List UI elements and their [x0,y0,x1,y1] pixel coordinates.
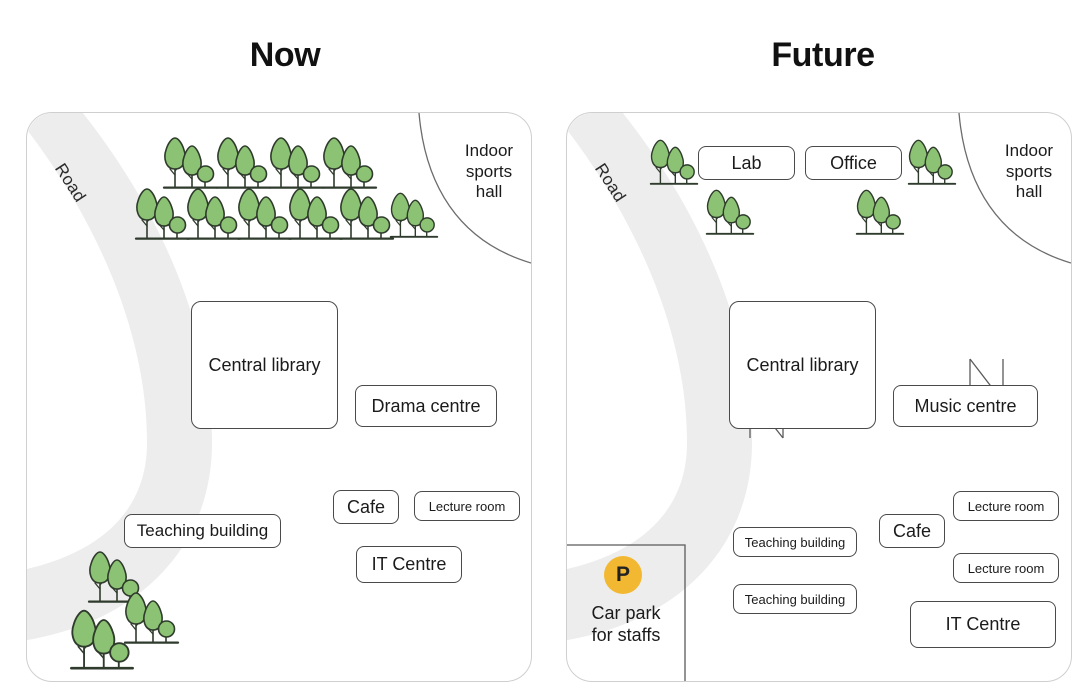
site-plan-now: Road Indoor sports hall [26,112,532,682]
tree-cluster-icon [321,135,378,200]
building-cafe[interactable]: Cafe [879,514,945,548]
zone-label-indoor-sports-hall: Indoor sports hall [1004,141,1054,202]
building-lecture-room[interactable]: Lecture room [414,491,520,521]
tree-cluster-icon [162,135,219,200]
zone-label-car-park: Car park for staffs [591,603,661,645]
building-music-centre[interactable]: Music centre [893,385,1038,427]
tree-cluster-icon [287,186,344,251]
tree-cluster-icon [705,187,755,246]
site-plan-future: Road Indoor sports hall Lab [566,112,1072,682]
tree-cluster-icon [69,607,135,681]
tree-cluster-icon [185,186,242,251]
tree-cluster-icon [389,190,439,249]
building-cafe[interactable]: Cafe [333,490,399,524]
now-base-layer [27,113,531,643]
tree-cluster-icon [855,187,905,246]
parking-badge-icon: P [604,556,642,594]
tree-cluster-icon [907,137,957,196]
building-it-centre[interactable]: IT Centre [356,546,462,583]
building-teaching-building-lower[interactable]: Teaching building [733,584,857,614]
tree-cluster-icon [87,549,144,614]
building-it-centre[interactable]: IT Centre [910,601,1056,648]
tree-cluster-icon [649,137,699,196]
panel-title-now: Now [249,36,321,74]
panel-title-future: Future [771,36,875,74]
tree-cluster-icon [123,590,180,655]
building-office[interactable]: Office [805,146,902,180]
building-teaching-building-upper[interactable]: Teaching building [733,527,857,557]
tree-cluster-icon [268,135,325,200]
building-teaching-building[interactable]: Teaching building [124,514,281,548]
future-base-layer [567,113,1071,681]
tree-cluster-icon [215,135,272,200]
zone-label-indoor-sports-hall: Indoor sports hall [464,141,514,202]
road-band [567,113,752,643]
tree-cluster-icon [134,186,191,251]
car-park-boundary [567,544,686,681]
tree-cluster-icon [338,186,395,251]
road-band [27,113,212,643]
sports-hall-boundary [958,113,1071,264]
tree-cluster-icon [236,186,293,251]
building-lab[interactable]: Lab [698,146,795,180]
building-lecture-room-upper[interactable]: Lecture room [953,491,1059,521]
building-lecture-room-lower[interactable]: Lecture room [953,553,1059,583]
building-drama-centre[interactable]: Drama centre [355,385,497,427]
building-central-library[interactable]: Central library [191,301,338,429]
sports-hall-boundary [418,113,531,264]
building-central-library[interactable]: Central library [729,301,876,429]
